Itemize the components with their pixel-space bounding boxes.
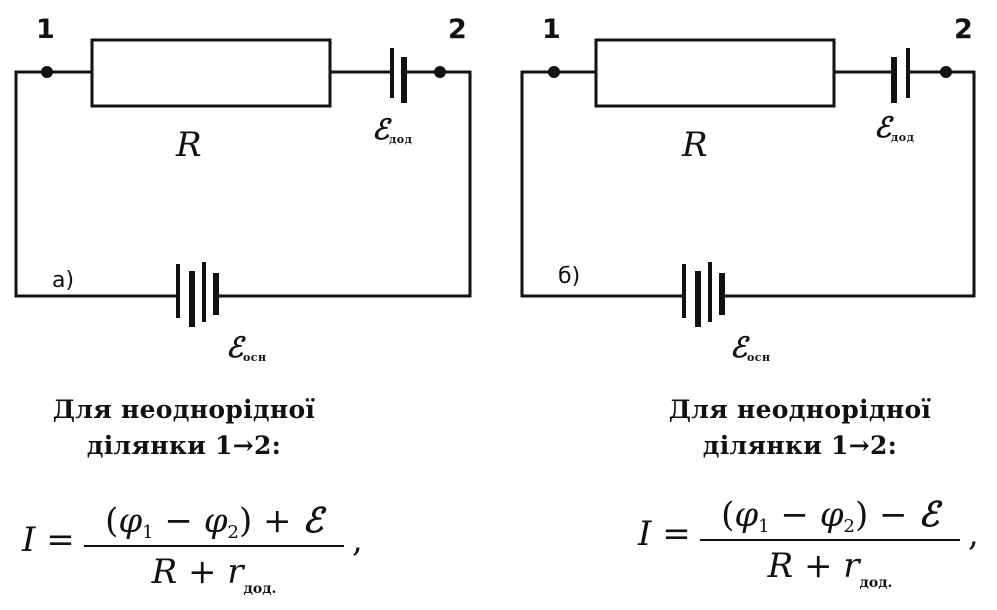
panel-b: 1 2 R ℰдод б) ℰосн Для неоднорідної діля… <box>498 0 996 605</box>
paren-close: ) <box>854 495 869 535</box>
node-2-dot <box>434 66 446 78</box>
emf-extra-label: ℰдод <box>874 111 915 144</box>
formula-lhs: I = <box>22 520 75 560</box>
emf-extra-symbol: ℰ <box>874 111 891 144</box>
circuit-b-drawing <box>520 38 976 327</box>
emf-main-subscript: осн <box>242 351 267 364</box>
emf-main-label: ℰосн <box>226 331 267 364</box>
minus-sign: − <box>769 495 820 535</box>
formula-fraction: (φ1 − φ2) − ℰ R + rдод. <box>700 494 960 591</box>
phi-2: φ <box>203 501 228 541</box>
emf-symbol: ℰ <box>918 495 939 535</box>
phi-2-sub: 2 <box>227 522 239 543</box>
node-1-dot <box>548 66 560 78</box>
den-small-r: r <box>227 552 244 592</box>
paren-open: ( <box>105 501 119 541</box>
node-1-label: 1 <box>542 14 561 45</box>
phi-1-sub: 1 <box>142 522 154 543</box>
den-subscript: дод. <box>243 581 277 597</box>
phi-2-sub: 2 <box>843 516 855 537</box>
formula-b: I = (φ1 − φ2) − ℰ R + rдод. , <box>638 494 994 598</box>
caption-a: Для неоднорідної ділянки 1→2: <box>14 392 354 464</box>
emf-symbol: ℰ <box>302 501 323 541</box>
formula-comma: , <box>352 520 363 560</box>
resistor-label: R <box>682 125 708 165</box>
caption-line-1: Для неоднорідної <box>668 395 932 424</box>
emf-extra-subscript: дод <box>890 131 915 144</box>
emf-extra-symbol: ℰ <box>372 113 389 146</box>
den-small-r: r <box>843 546 860 586</box>
circuit-a-drawing <box>14 38 472 327</box>
resistor <box>90 38 332 108</box>
node-2-label: 2 <box>954 14 973 45</box>
formula-comma: , <box>968 514 979 554</box>
caption-line-2: ділянки 1→2: <box>86 431 282 460</box>
emf-main-subscript: осн <box>746 351 771 364</box>
emf-extra-label: ℰдод <box>372 113 413 146</box>
panel-a: 1 2 R ℰдод а) ℰосн Для неоднорідної діля… <box>0 0 498 605</box>
emf-main-label: ℰосн <box>730 331 771 364</box>
emf-operator: + <box>252 501 303 541</box>
caption-line-2: ділянки 1→2: <box>702 431 898 460</box>
den-subscript: дод. <box>859 575 893 591</box>
paren-open: ( <box>721 495 735 535</box>
emf-operator: − <box>868 495 919 535</box>
node-2-label: 2 <box>448 14 467 45</box>
caption-line-1: Для неоднорідної <box>52 395 316 424</box>
node-1-label: 1 <box>36 14 55 45</box>
case-label-a: а) <box>52 268 75 293</box>
fraction-bar <box>700 539 960 541</box>
minus-sign: − <box>153 501 204 541</box>
den-plus: + <box>793 546 844 586</box>
emf-main-symbol: ℰ <box>226 331 243 364</box>
formula-denominator: R + rдод. <box>700 545 960 591</box>
emf-extra-subscript: дод <box>388 133 413 146</box>
den-plus: + <box>177 552 228 592</box>
formula-lhs: I = <box>638 514 691 554</box>
resistor-label: R <box>176 125 202 165</box>
fraction-bar <box>84 545 344 547</box>
phi-1: φ <box>118 501 143 541</box>
formula-fraction: (φ1 − φ2) + ℰ R + rдод. <box>84 500 344 597</box>
resistor <box>594 38 836 108</box>
paren-close: ) <box>238 501 253 541</box>
formula-numerator: (φ1 − φ2) + ℰ <box>84 500 344 543</box>
phi-1: φ <box>734 495 759 535</box>
formula-denominator: R + rдод. <box>84 551 344 597</box>
emf-main-symbol: ℰ <box>730 331 747 364</box>
node-2-dot <box>940 66 952 78</box>
formula-a: I = (φ1 − φ2) + ℰ R + rдод. , <box>22 500 382 600</box>
phi-2: φ <box>819 495 844 535</box>
den-r: R <box>767 546 794 586</box>
formula-numerator: (φ1 − φ2) − ℰ <box>700 494 960 537</box>
case-label-b: б) <box>558 264 581 289</box>
caption-b: Для неоднорідної ділянки 1→2: <box>630 392 970 464</box>
den-r: R <box>151 552 178 592</box>
node-1-dot <box>41 66 53 78</box>
phi-1-sub: 1 <box>758 516 770 537</box>
